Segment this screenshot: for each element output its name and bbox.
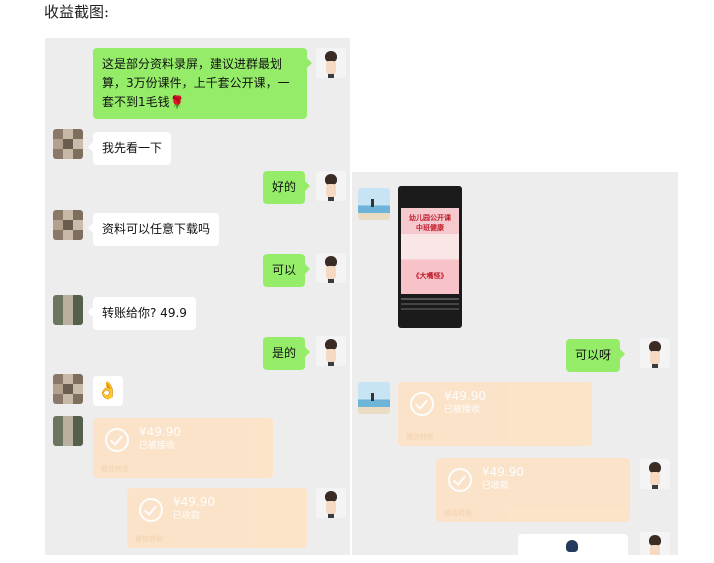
transfer-card[interactable]: ¥49.90 已被接收 微信转账 (93, 418, 273, 478)
contact-avatar[interactable] (358, 188, 390, 220)
caption: 收益截图: (44, 3, 110, 21)
check-circle-icon (139, 498, 163, 522)
transfer-footer: 微信转账 (406, 433, 434, 441)
transfer-status: 已收款 (173, 511, 201, 521)
transfer-card[interactable]: ¥49.90 已被接收 微信转账 (398, 382, 592, 446)
video-message[interactable]: 幼儿园公开课 中班健康 《大嘴怪》 (398, 186, 462, 328)
transfer-footer: 微信转账 (135, 535, 163, 543)
transfer-card[interactable]: ¥49.90 已收款 微信转账 (436, 458, 630, 522)
message-bubble[interactable]: 可以呀 (566, 339, 626, 372)
check-circle-icon (448, 468, 472, 492)
contact-avatar[interactable] (53, 374, 83, 404)
transfer-status: 已收款 (482, 481, 510, 491)
contact-avatar[interactable] (53, 295, 83, 325)
transfer-amount: ¥49.90 (139, 425, 181, 439)
transfer-footer: 微信转账 (444, 509, 472, 517)
chat-screenshot-right: 幼儿园公开课 中班健康 《大嘴怪》 可以呀 ¥49.90 已被接收 微信转账 ¥… (352, 172, 678, 555)
image-message[interactable] (518, 534, 628, 555)
video-poster (401, 208, 459, 294)
check-circle-icon (105, 428, 129, 452)
message-bubble[interactable]: 我先看一下 (87, 132, 172, 165)
self-avatar[interactable] (316, 171, 346, 201)
transfer-amount: ¥49.90 (173, 495, 215, 509)
self-avatar[interactable] (316, 253, 346, 283)
emoji-message[interactable]: 👌 (93, 376, 123, 406)
transfer-status: 已被接收 (139, 441, 176, 451)
transfer-footer: 微信转账 (101, 465, 129, 473)
message-bubble[interactable]: 这是部分资料录屏，建议进群最划算，3万份课件，上千套公开课，一套不到1毛钱🌹 (93, 48, 312, 119)
message-bubble[interactable]: 好的 (263, 171, 311, 204)
transfer-amount: ¥49.90 (444, 389, 486, 403)
video-title-line: 中班健康 (416, 224, 444, 232)
video-title-line: 《大嘴怪》 (412, 272, 448, 280)
transfer-amount: ¥49.90 (482, 465, 524, 479)
self-avatar[interactable] (316, 488, 346, 518)
video-title-line: 幼儿园公开课 (409, 214, 451, 222)
message-bubble[interactable]: 转账给你? 49.9 (88, 297, 196, 330)
self-avatar[interactable] (316, 336, 346, 366)
transfer-card[interactable]: ¥49.90 已收款 微信转账 (127, 488, 307, 548)
contact-avatar[interactable] (53, 129, 83, 159)
check-circle-icon (410, 392, 434, 416)
self-avatar[interactable] (640, 459, 670, 489)
contact-avatar[interactable] (53, 416, 83, 446)
contact-avatar[interactable] (358, 382, 390, 414)
transfer-status: 已被接收 (444, 405, 481, 415)
message-bubble[interactable]: 可以 (263, 254, 311, 287)
video-meta (401, 298, 459, 300)
self-avatar[interactable] (640, 532, 670, 555)
self-avatar[interactable] (316, 48, 346, 78)
message-bubble[interactable]: 是的 (263, 337, 311, 370)
chat-screenshot-left: 这是部分资料录屏，建议进群最划算，3万份课件，上千套公开课，一套不到1毛钱🌹 我… (45, 38, 350, 555)
self-avatar[interactable] (640, 338, 670, 368)
message-bubble[interactable]: 资料可以任意下载吗 (87, 213, 220, 246)
contact-avatar[interactable] (53, 210, 83, 240)
